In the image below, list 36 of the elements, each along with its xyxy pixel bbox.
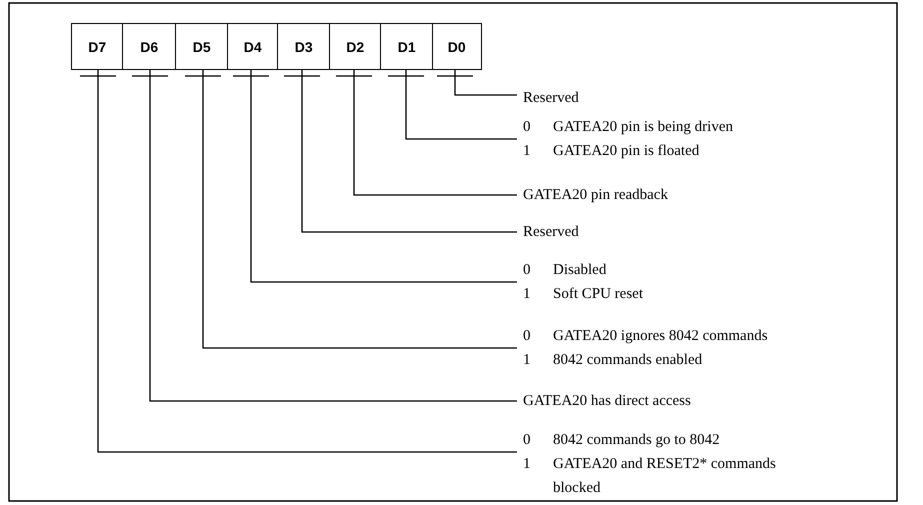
bit-value: 0 — [523, 327, 532, 346]
leader-line — [97, 70, 517, 453]
bit-description: GATEA20 pin readback — [523, 186, 668, 205]
bit-value: 0 — [523, 261, 532, 280]
leader-line — [250, 70, 517, 283]
bit-value: 1 — [523, 285, 532, 304]
bit-meaning: GATEA20 pin is floated — [553, 142, 700, 161]
leader-line — [301, 70, 517, 233]
leader-line — [202, 70, 517, 349]
leader-line — [454, 70, 517, 96]
bit-description: GATEA20 has direct access — [523, 392, 691, 411]
bit-value: 0 — [523, 118, 532, 137]
bit-cell: D1 — [380, 23, 434, 70]
bit-meaning: GATEA20 pin is being driven — [553, 118, 734, 137]
bit-cell: D3 — [277, 23, 330, 70]
bit-value: 0 — [523, 431, 532, 450]
bit-cell: D6 — [122, 23, 176, 70]
bit-meaning: GATEA20 and RESET2* commands blocked — [553, 455, 777, 498]
bit-meaning: Disabled — [553, 261, 608, 280]
bit-cell: D4 — [227, 23, 278, 70]
leader-line — [353, 70, 517, 196]
bit-meaning: 8042 commands enabled — [553, 351, 704, 370]
bit-cell: D2 — [329, 23, 382, 70]
bit-description: Reserved — [523, 223, 579, 242]
bit-description: Reserved — [523, 89, 579, 108]
bit-cell: D7 — [71, 23, 124, 70]
bit-meaning: GATEA20 ignores 8042 commands — [553, 327, 769, 346]
bit-value: 1 — [523, 142, 532, 161]
bit-meaning: 8042 commands go to 8042 — [553, 431, 721, 450]
leader-line — [149, 70, 517, 402]
leader-line — [405, 70, 517, 140]
bit-cell: D0 — [432, 23, 482, 70]
bit-value: 1 — [523, 455, 532, 474]
bit-value: 1 — [523, 351, 532, 370]
bit-cell: D5 — [175, 23, 228, 70]
bit-meaning: Soft CPU reset — [553, 285, 644, 304]
